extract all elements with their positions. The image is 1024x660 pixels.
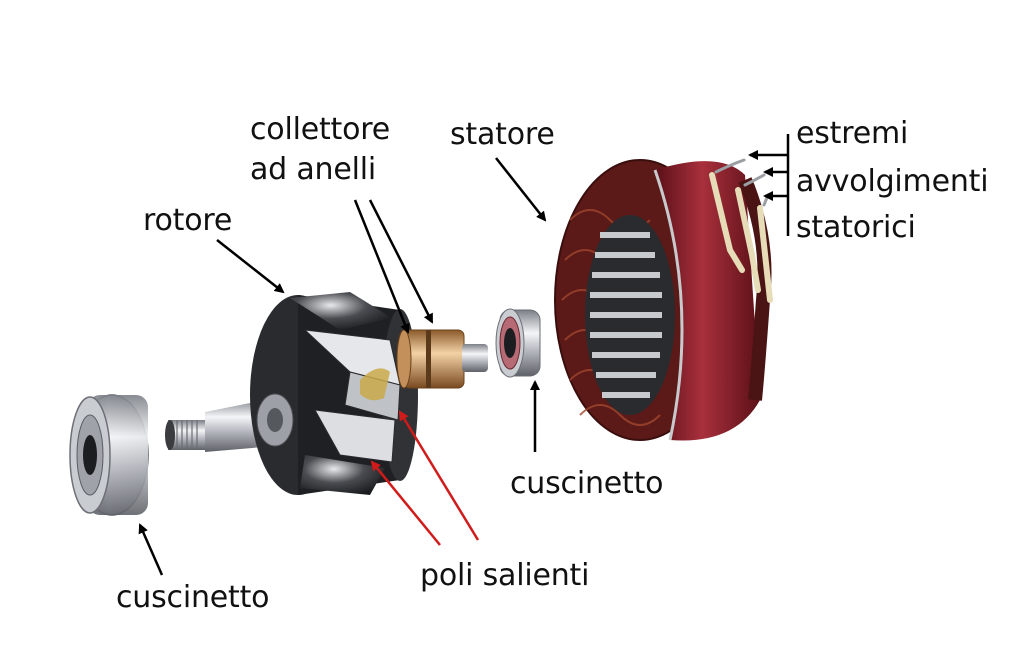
label-estremi-line1: estremi: [796, 116, 909, 151]
arrow-poli-2: [398, 410, 480, 541]
stator-lead-wires: [709, 158, 773, 303]
arrow-collettore-1: [353, 199, 410, 334]
arrow-cuscinetto-left: [138, 523, 164, 576]
arrow-poli-1: [370, 460, 441, 546]
label-collettore-line1: collettore: [250, 112, 390, 147]
label-cuscinetto-left: cuscinetto: [116, 580, 270, 615]
label-collettore-line2: ad anelli: [250, 152, 377, 187]
slip-rings: [396, 329, 488, 389]
label-rotore: rotore: [143, 203, 233, 238]
arrow-collettore-2: [368, 199, 434, 324]
label-poli-salienti: poli salienti: [420, 558, 590, 593]
bearing-left: [69, 394, 149, 516]
bearing-right: [495, 308, 541, 378]
label-estremi-line3: statorici: [796, 210, 916, 245]
arrow-rotore: [216, 239, 285, 294]
arrow-statore: [495, 157, 547, 222]
black-arrows: [138, 134, 790, 576]
label-statore: statore: [450, 117, 555, 152]
stator: [554, 159, 772, 441]
red-arrows: [370, 410, 480, 546]
rotor-claw-pole: [250, 292, 418, 495]
label-cuscinetto-right: cuscinetto: [510, 466, 664, 501]
label-estremi-line2: avvolgimenti: [796, 164, 989, 199]
